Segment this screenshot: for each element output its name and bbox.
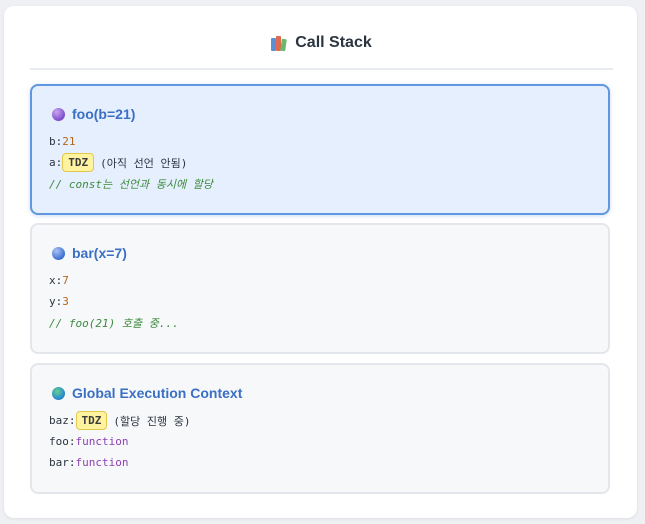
variable-value: 7 (62, 274, 69, 287)
books-icon (271, 35, 288, 51)
tdz-badge: TDZ (62, 153, 95, 172)
purple-circle-icon (52, 107, 65, 121)
frame-name: Global Execution Context (72, 385, 243, 401)
variable-value: 3 (62, 295, 69, 308)
frame-comment: // foo(21) 호출 중... (49, 316, 179, 330)
tdz-badge: TDZ (75, 411, 108, 430)
variable-row-a: a: TDZ (아직 선언 안됨) (49, 152, 213, 173)
variable-name: bar: (49, 456, 76, 469)
variable-name: baz: (49, 414, 76, 427)
variable-row-baz: baz: TDZ (할당 진행 중) (49, 410, 190, 431)
stack-frame-bar[interactable]: bar(x=7) x: 7 y: 3 // foo(21) 호출 중... (30, 223, 610, 354)
variable-name: foo: (49, 435, 76, 448)
variable-note: (할당 진행 중) (113, 414, 191, 428)
globe-icon (52, 386, 65, 400)
blue-circle-icon (52, 246, 65, 260)
frame-comment: // const는 선언과 동시에 할당 (49, 177, 213, 191)
stack-frame-global[interactable]: Global Execution Context baz: TDZ (할당 진행 … (30, 363, 610, 494)
call-stack-header: Call Stack (30, 30, 613, 70)
frame-name: foo(b=21) (72, 106, 136, 122)
variable-row-bar: bar: function (49, 452, 190, 473)
variable-note: (아직 선언 안됨) (100, 156, 188, 170)
variable-name: x: (49, 274, 63, 287)
variable-row-x: x: 7 (49, 270, 179, 291)
variable-row-y: y: 3 (49, 291, 179, 312)
panel-title: Call Stack (295, 34, 372, 51)
stack-frame-foo[interactable]: foo(b=21) b: 21 a: TDZ (아직 선언 안됨) // cons… (30, 84, 610, 215)
variable-name: b: (49, 135, 63, 148)
frame-name: bar(x=7) (72, 245, 127, 261)
variable-name: y: (49, 295, 63, 308)
variable-value: function (75, 435, 129, 448)
variable-row-foo: foo: function (49, 431, 190, 452)
variable-row-b: b: 21 (49, 131, 213, 152)
variable-value: function (75, 456, 129, 469)
variable-name: a: (49, 156, 63, 169)
variable-value: 21 (62, 135, 76, 148)
